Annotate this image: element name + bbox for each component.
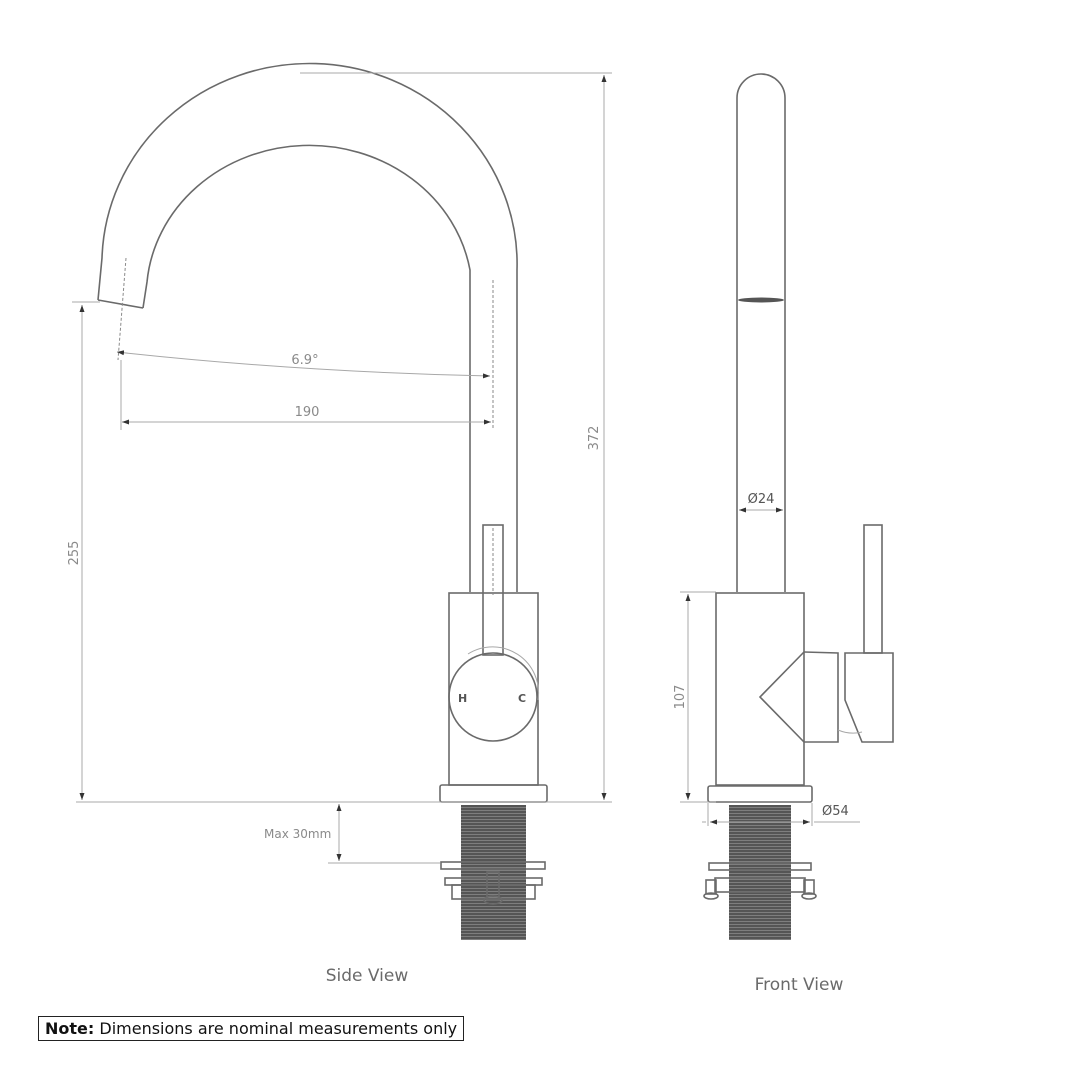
dim-body-height: 107 <box>673 685 688 710</box>
side-base-flange <box>439 784 548 803</box>
side-view: H C 372 255 6.9° 190 <box>67 62 612 986</box>
hot-label: H <box>458 692 467 705</box>
dim-reach: 190 <box>295 405 320 420</box>
dim-spout-diameter: Ø24 <box>748 492 775 507</box>
front-thread-shank <box>729 805 791 940</box>
dim-base-diameter: Ø54 <box>822 804 849 819</box>
dim-angle: 6.9° <box>291 353 318 368</box>
handle-disc <box>448 652 538 742</box>
front-spout <box>736 73 786 592</box>
dim-spout-height: 255 <box>67 541 82 566</box>
front-view-label: Front View <box>755 975 844 995</box>
front-view: Ø24 107 Ø54 F <box>673 73 894 995</box>
side-view-label: Side View <box>326 966 409 986</box>
spout-inner <box>142 144 471 592</box>
cold-label: C <box>518 692 526 705</box>
dim-mount-thickness: Max 30mm <box>264 827 331 841</box>
note-box: Note: Dimensions are nominal measurement… <box>38 1016 465 1041</box>
side-body <box>448 592 539 786</box>
aerator-ring <box>738 297 784 303</box>
front-body <box>715 592 805 786</box>
note-prefix: Note: <box>45 1019 95 1038</box>
dim-total-height: 372 <box>587 426 602 451</box>
note-text: Dimensions are nominal measurements only <box>94 1019 458 1038</box>
spout-outer <box>97 62 518 592</box>
side-lever <box>482 524 504 656</box>
